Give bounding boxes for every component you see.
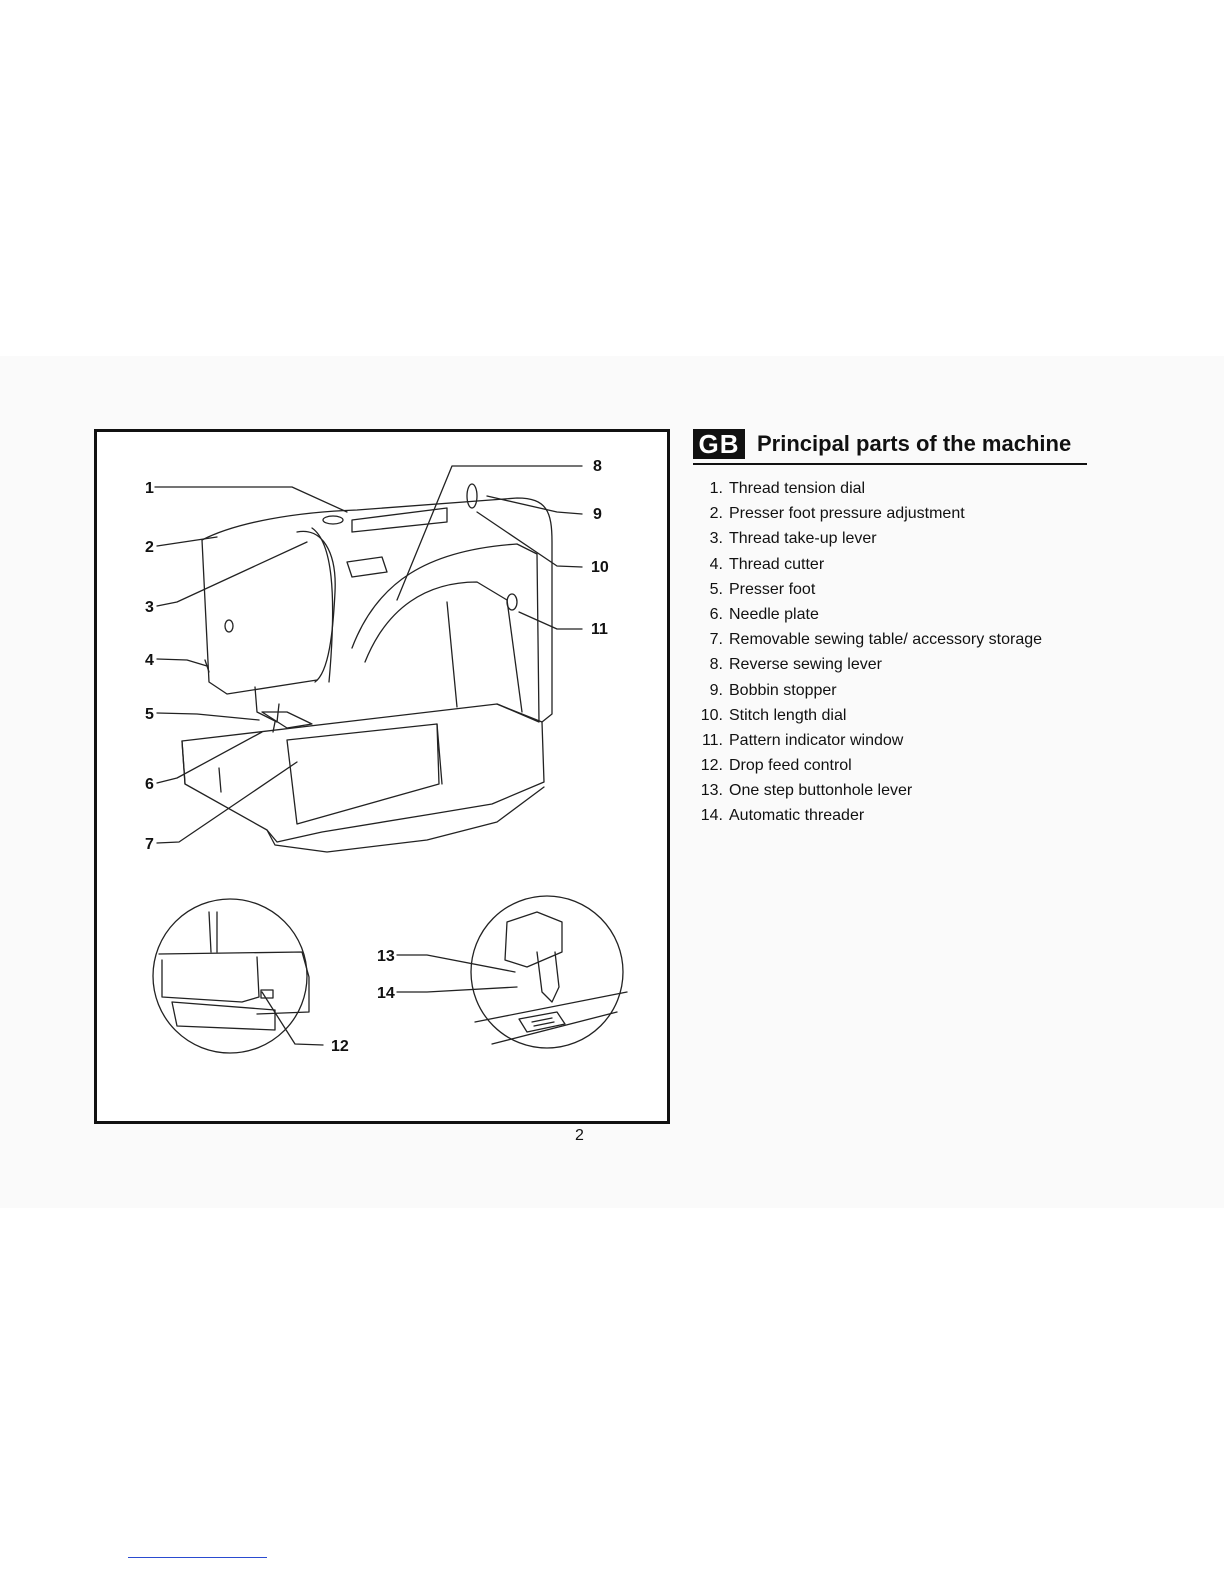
list-item: 13.One step buttonhole lever bbox=[700, 782, 913, 800]
callout-14: 14 bbox=[377, 985, 395, 1002]
list-item: 8.Reverse sewing lever bbox=[709, 656, 882, 674]
machine-figure: 1 2 3 4 5 6 7 8 9 10 11 12 13 14 bbox=[94, 429, 670, 1124]
callout-12: 12 bbox=[331, 1038, 349, 1055]
callout-9: 9 bbox=[593, 506, 602, 523]
callout-4: 4 bbox=[145, 652, 154, 669]
sewing-machine-illustration: 1 2 3 4 5 6 7 8 9 10 11 12 13 14 bbox=[145, 458, 628, 1055]
list-item: 11.Pattern indicator window bbox=[701, 731, 904, 749]
callout-7: 7 bbox=[145, 836, 154, 853]
list-item: 7.Removable sewing table/ accessory stor… bbox=[709, 631, 1043, 649]
callout-8: 8 bbox=[593, 458, 602, 475]
list-item: 12.Drop feed control bbox=[700, 757, 852, 775]
callout-13: 13 bbox=[377, 948, 395, 965]
list-item: 4.Thread cutter bbox=[709, 555, 825, 573]
page-number: 2 bbox=[575, 1127, 584, 1144]
list-item: 2.Presser foot pressure adjustment bbox=[709, 505, 965, 523]
parts-list: 1.Thread tension dial 2.Presser foot pre… bbox=[693, 479, 1042, 832]
section-heading: GB Principal parts of the machine bbox=[693, 429, 1087, 465]
section-title: Principal parts of the machine bbox=[757, 431, 1072, 456]
list-item: 6.Needle plate bbox=[709, 605, 819, 623]
footer-rule bbox=[128, 1557, 267, 1558]
list-item: 5.Presser foot bbox=[709, 580, 816, 598]
list-item: 1.Thread tension dial bbox=[709, 480, 866, 497]
callout-5: 5 bbox=[145, 706, 154, 723]
callout-10: 10 bbox=[591, 559, 609, 576]
list-item: 3.Thread take-up lever bbox=[709, 530, 877, 548]
list-item: 14.Automatic threader bbox=[700, 807, 865, 825]
callout-11: 11 bbox=[591, 621, 608, 638]
callout-1: 1 bbox=[145, 480, 154, 497]
language-badge: GB bbox=[693, 429, 745, 459]
list-item: 10.Stitch length dial bbox=[700, 706, 847, 724]
callout-2: 2 bbox=[145, 539, 154, 556]
callout-6: 6 bbox=[145, 776, 154, 793]
callout-3: 3 bbox=[145, 599, 154, 616]
list-item: 9.Bobbin stopper bbox=[709, 681, 837, 699]
